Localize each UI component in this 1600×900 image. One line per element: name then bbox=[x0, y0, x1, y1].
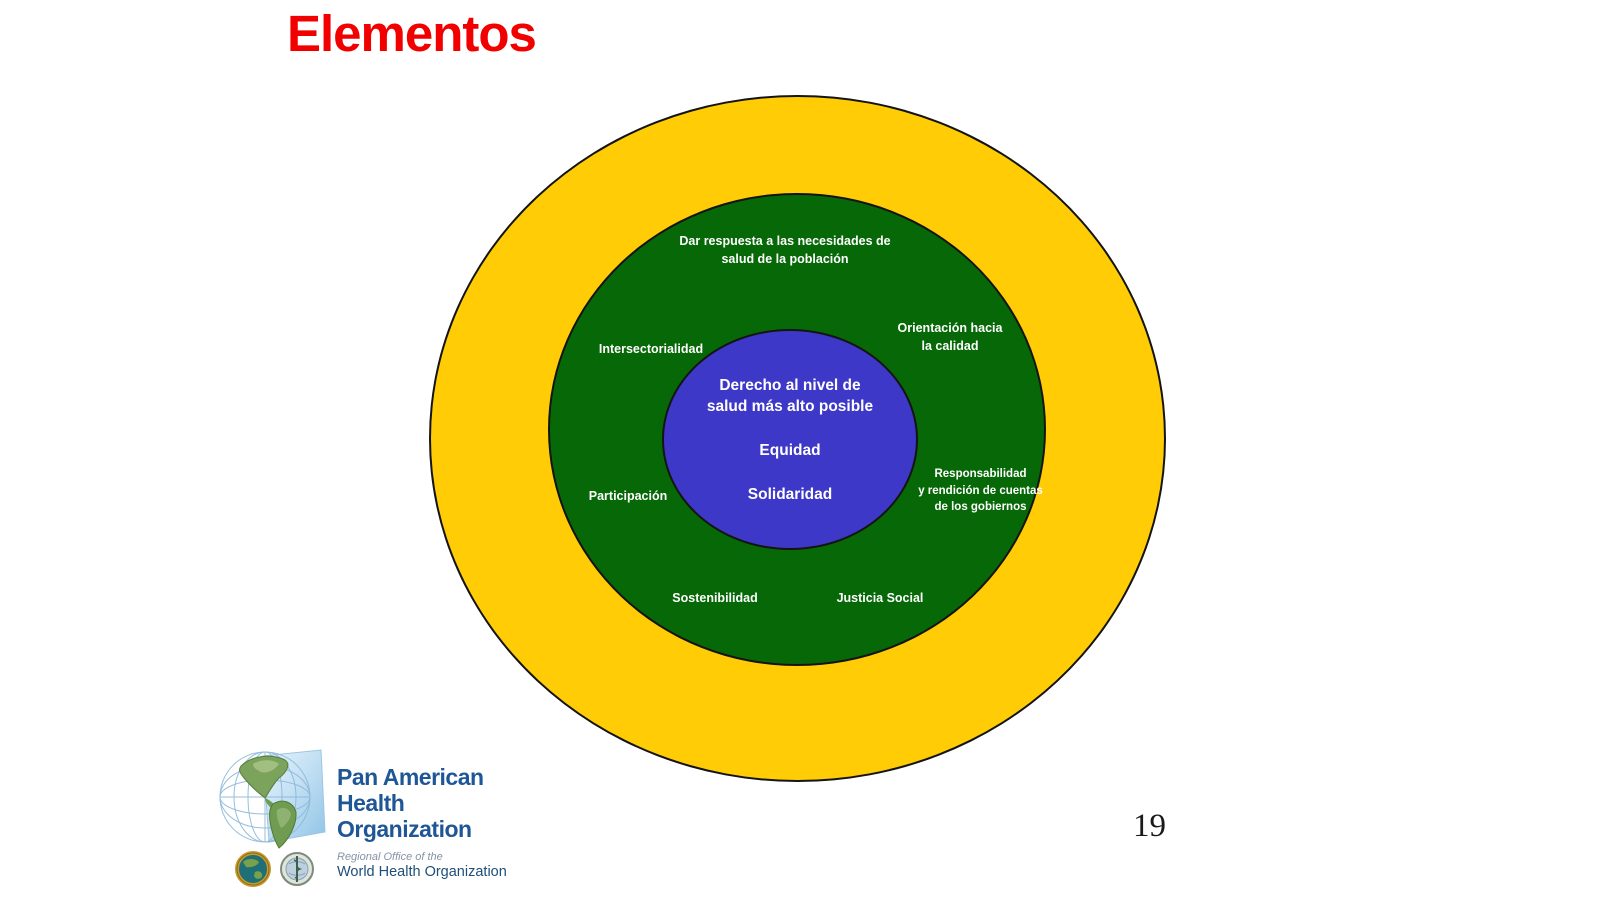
label-equity: Equidad bbox=[759, 441, 821, 459]
label-quality-orientation: Orientación hacia la calidad bbox=[897, 321, 1003, 353]
logo-who-name: World Health Organization bbox=[337, 864, 507, 880]
label-social-justice: Justicia Social bbox=[836, 591, 924, 605]
page-title: Elementos bbox=[287, 5, 537, 62]
paho-logo: Pan American Health Organization Regiona… bbox=[213, 740, 513, 890]
logo-regional-office: Regional Office of the bbox=[337, 851, 443, 863]
logo-org-name: Pan American Health Organization bbox=[337, 764, 484, 842]
label-intersectoriality: Intersectorialidad bbox=[598, 342, 704, 356]
label-accountability: Responsabilidad y rendición de cuentas d… bbox=[918, 468, 1043, 513]
label-solidarity: Solidaridad bbox=[747, 485, 833, 503]
inner-circle-blue: Derecho al nivel de salud más alto posib… bbox=[662, 329, 918, 550]
page-number: 19 bbox=[1133, 808, 1166, 844]
label-respond-to-needs: Dar respuesta a las necesidades de salud… bbox=[679, 234, 891, 266]
label-right-to-health: Derecho al nivel de salud más alto posib… bbox=[706, 376, 874, 415]
label-sustainability: Sostenibilidad bbox=[672, 591, 758, 605]
paho-globe-icon bbox=[219, 749, 326, 887]
label-participation: Participación bbox=[588, 489, 668, 503]
